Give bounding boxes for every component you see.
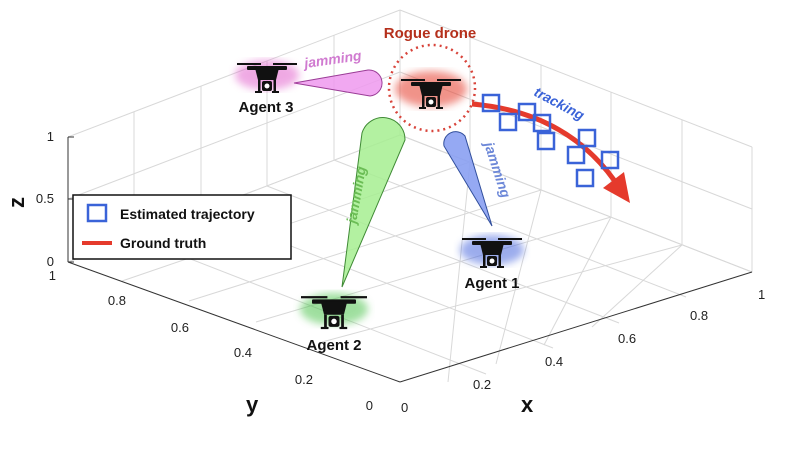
rogue-target-circle [387,43,477,133]
x-tick-0.2: 0.2 [473,377,491,392]
estimate-point [575,168,595,188]
legend-estimated-label: Estimated trajectory [120,206,255,222]
z-tick-labels: 1 0.5 0 [36,129,54,269]
jamming-beam-agent2 [341,117,406,288]
y-tick-labels: 1 0.8 0.6 0.4 0.2 0 [49,268,373,413]
estimate-point [566,145,586,165]
tracking-label: tracking [532,84,588,124]
rogue-drone [387,43,477,133]
agent2-label: Agent 2 [306,337,361,354]
ground-truth-arrowhead [603,172,630,203]
y-tick-0.2: 0.2 [295,372,313,387]
x-tick-0: 0 [401,400,408,415]
estimate-point [517,102,537,122]
estimate-point [536,131,556,151]
x-tick-0.8: 0.8 [690,308,708,323]
x-tick-labels: 0 0.2 0.4 0.6 0.8 1 [401,287,765,415]
legend-estimate-marker [86,203,108,223]
x-tick-0.6: 0.6 [618,331,636,346]
y-tick-0: 0 [366,398,373,413]
estimate-point [600,150,620,170]
y-tick-0.6: 0.6 [171,320,189,335]
agent3-label: Agent 3 [238,99,293,116]
estimate-point [577,128,597,148]
jamming-beam-agent1 [443,131,493,227]
estimate-point [498,112,518,132]
x-axis-label: x [521,392,534,417]
estimate-point [481,93,501,113]
jamming-beam-agent3 [293,69,383,97]
y-tick-0.4: 0.4 [234,345,252,360]
estimate-point [532,113,552,133]
x-tick-1: 1 [758,287,765,302]
jamming-label-agent3: jamming [301,47,363,71]
legend: Estimated trajectory Ground truth [72,194,292,260]
x-tick-0.4: 0.4 [545,354,563,369]
z-tick-1: 1 [47,129,54,144]
y-axis-label: y [246,392,259,417]
agent3-drone [235,60,299,93]
agent1-label: Agent 1 [464,275,519,292]
jamming-label-agent1: jamming [481,138,515,200]
legend-box [72,194,292,260]
agent2-drone [300,293,368,330]
estimated-trajectory [481,93,620,188]
z-tick-0: 0 [47,254,54,269]
agent1-drone [460,235,524,268]
rogue-drone-label: Rogue drone [384,25,477,42]
z-tick-0.5: 0.5 [36,191,54,206]
y-tick-0.8: 0.8 [108,293,126,308]
z-axis-label: z [4,197,29,208]
legend-ground-truth-label: Ground truth [120,235,206,251]
y-tick-1: 1 [49,268,56,283]
